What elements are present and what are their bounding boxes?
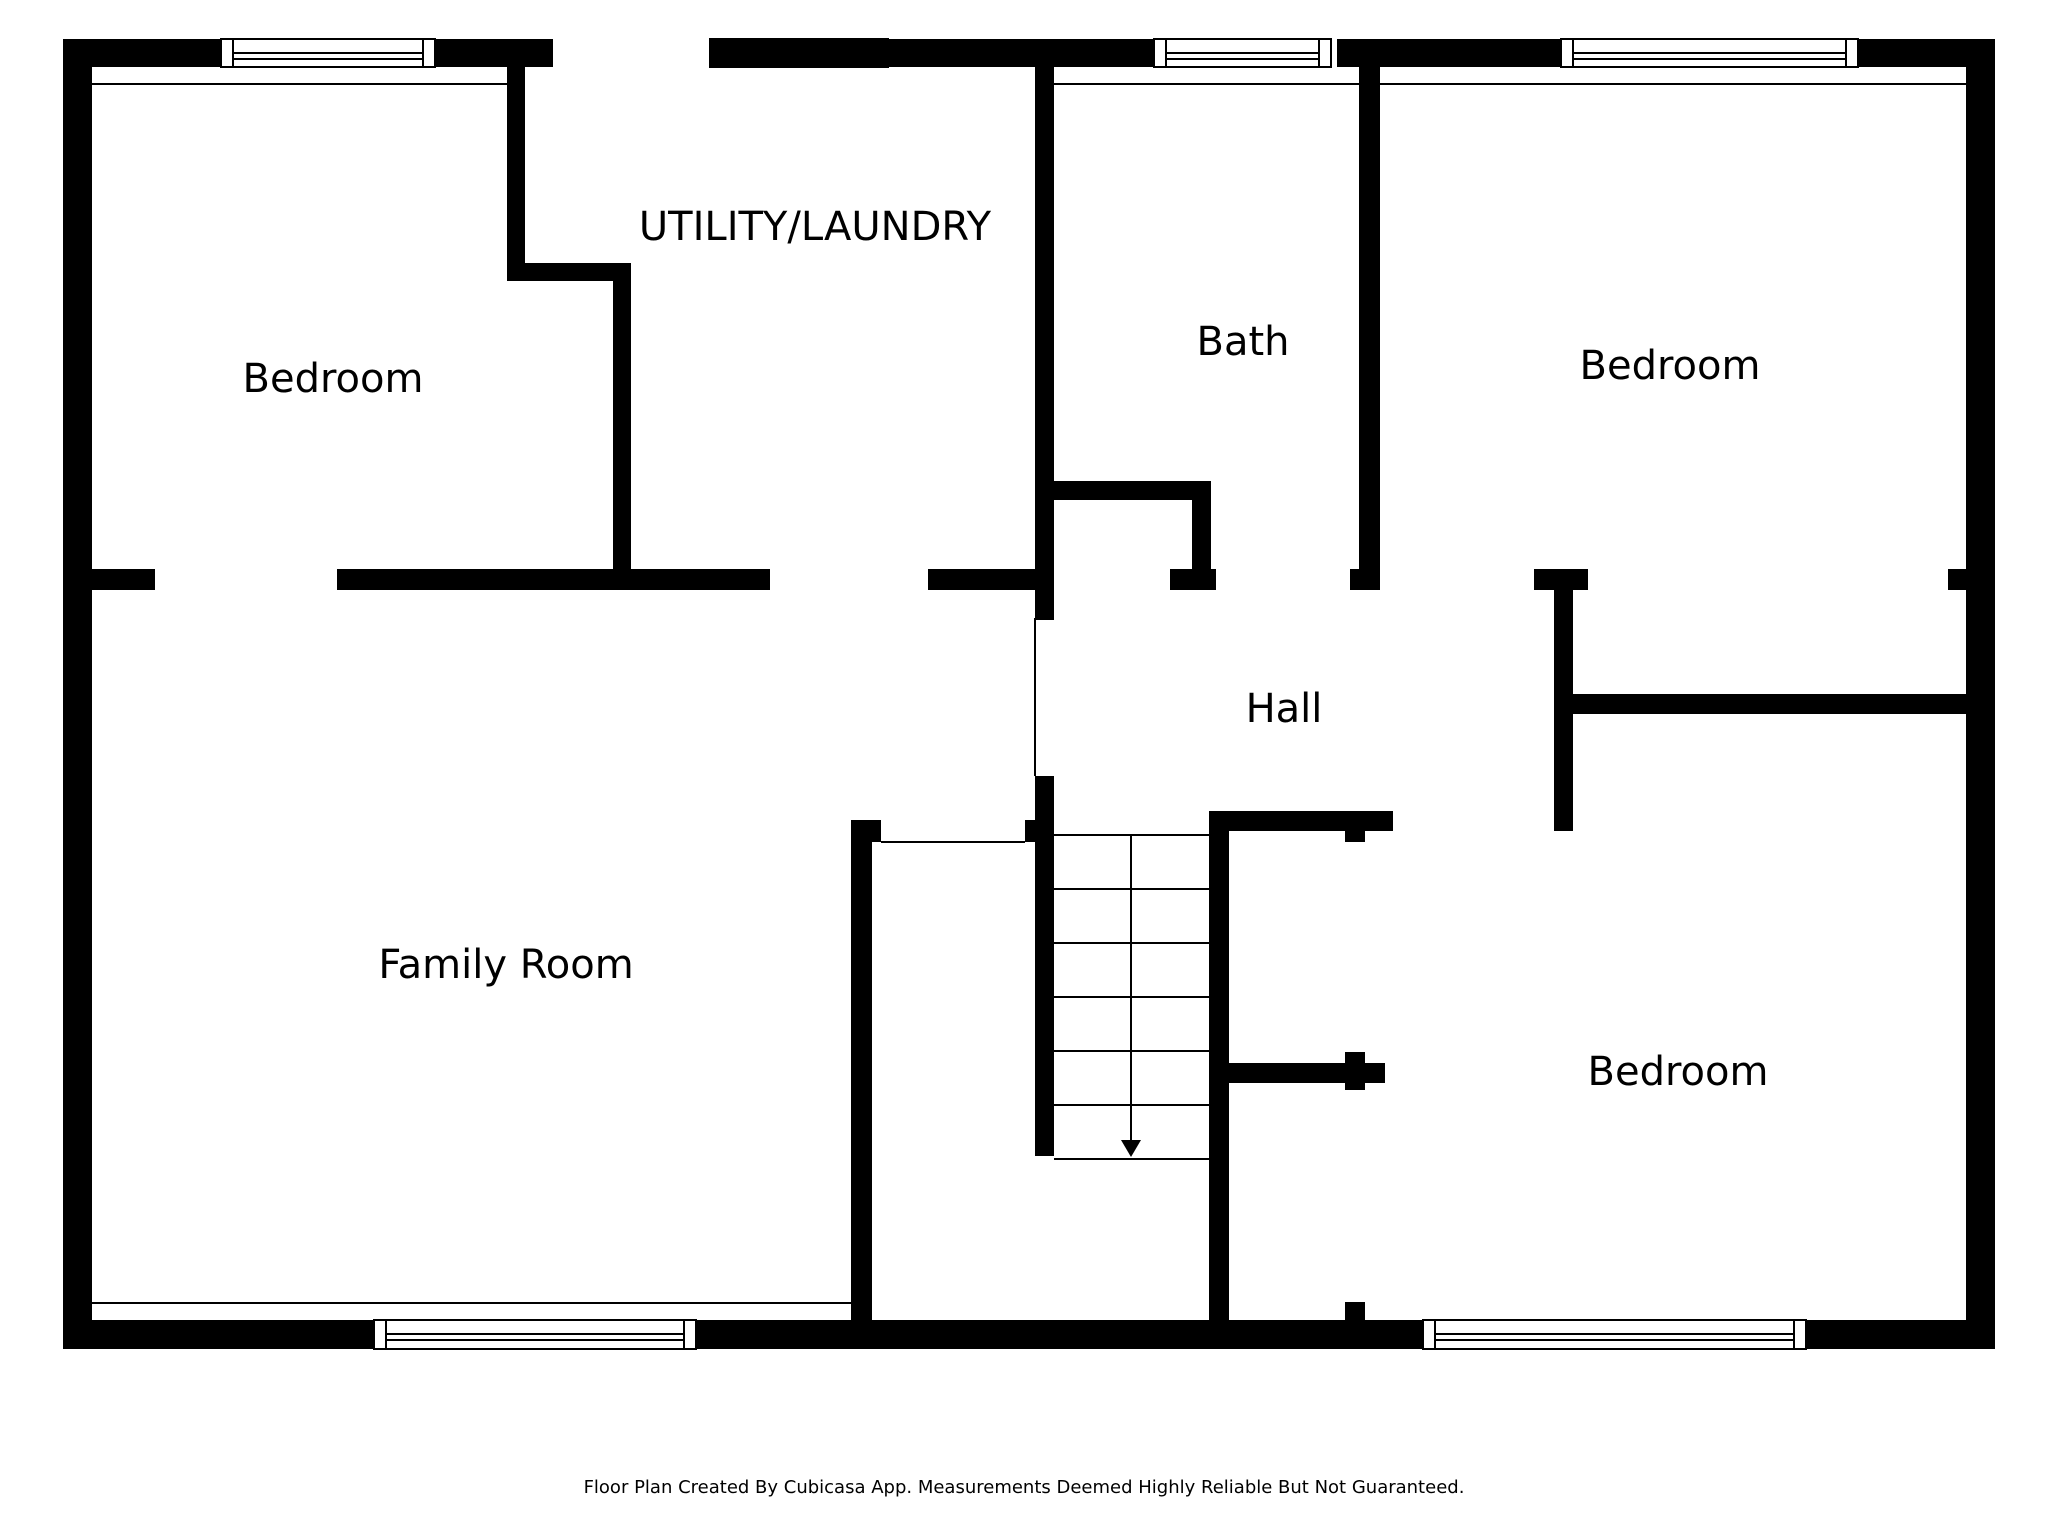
wall-exterior-bottom-2 — [696, 1320, 1423, 1349]
window-bottom-family — [373, 1319, 697, 1350]
wall-exterior-top-7 — [1858, 39, 1995, 67]
wall-exterior-top-2 — [435, 39, 553, 67]
stairs — [1054, 834, 1209, 1160]
wall-utility-step-v1 — [507, 39, 525, 281]
wall-bath-bedroom — [1359, 39, 1380, 589]
label-bedroom-ne: Bedroom — [1580, 343, 1761, 389]
wall-hall-east-h — [1564, 694, 1995, 714]
label-bedroom-se: Bedroom — [1588, 1049, 1769, 1095]
wall-closet-top-2 — [1025, 820, 1054, 842]
wall-closet-stub-2 — [1345, 1052, 1365, 1090]
stairs-arrow-down-icon — [1121, 1140, 1141, 1157]
wall-exterior-top-5 — [888, 39, 1154, 67]
wall-closet-top-1 — [851, 820, 881, 842]
wall-mid-5 — [1350, 569, 1380, 590]
wall-mid-4 — [1170, 569, 1216, 590]
label-hall: Hall — [1246, 686, 1323, 732]
label-utility-laundry: UTILITY/LAUNDRY — [639, 204, 992, 250]
wall-bath-closet-v — [1192, 481, 1211, 578]
wall-utility-step-h — [507, 263, 631, 281]
label-bedroom-nw: Bedroom — [243, 356, 424, 402]
thin-lines — [92, 83, 1966, 1304]
wall-hall-east-v — [1554, 569, 1573, 831]
wall-closet-divider — [1219, 1063, 1385, 1083]
wall-mid-2 — [337, 569, 770, 590]
wall-bath-closet-h — [1045, 481, 1211, 500]
wall-mid-1 — [63, 569, 155, 590]
wall-stair-top — [1209, 811, 1393, 831]
wall-exterior-bottom-3 — [1806, 1320, 1995, 1349]
wall-utility-bath — [1035, 39, 1054, 620]
window-bottom-bedroom-se — [1422, 1319, 1807, 1350]
windows — [220, 38, 1859, 1350]
window-top-bedroom-nw — [220, 38, 436, 68]
wall-exterior-left — [63, 39, 92, 1349]
wall-mid-3 — [928, 569, 1054, 590]
wall-closet-stub-1 — [1345, 811, 1365, 842]
wall-exterior-bottom-1 — [63, 1320, 374, 1349]
wall-exterior-top-1 — [63, 39, 221, 67]
wall-hall-family-1 — [1035, 580, 1054, 618]
wall-hall-family-2 — [1035, 776, 1054, 1156]
room-labels: Bedroom UTILITY/LAUNDRY Bath Bedroom Hal… — [243, 204, 1769, 1095]
label-bath: Bath — [1197, 319, 1290, 365]
wall-closet-left — [851, 820, 872, 1349]
label-family-room: Family Room — [378, 942, 633, 988]
window-top-bedroom-ne — [1560, 38, 1859, 68]
walls — [63, 39, 1995, 1349]
wall-closet-stub-3 — [1345, 1302, 1365, 1349]
window-top-bath — [1153, 38, 1332, 68]
window-top-utility — [709, 38, 889, 68]
wall-mid-7 — [1948, 569, 1995, 590]
footer-disclaimer: Floor Plan Created By Cubicasa App. Meas… — [584, 1477, 1465, 1498]
wall-utility-step-v2 — [613, 263, 631, 581]
